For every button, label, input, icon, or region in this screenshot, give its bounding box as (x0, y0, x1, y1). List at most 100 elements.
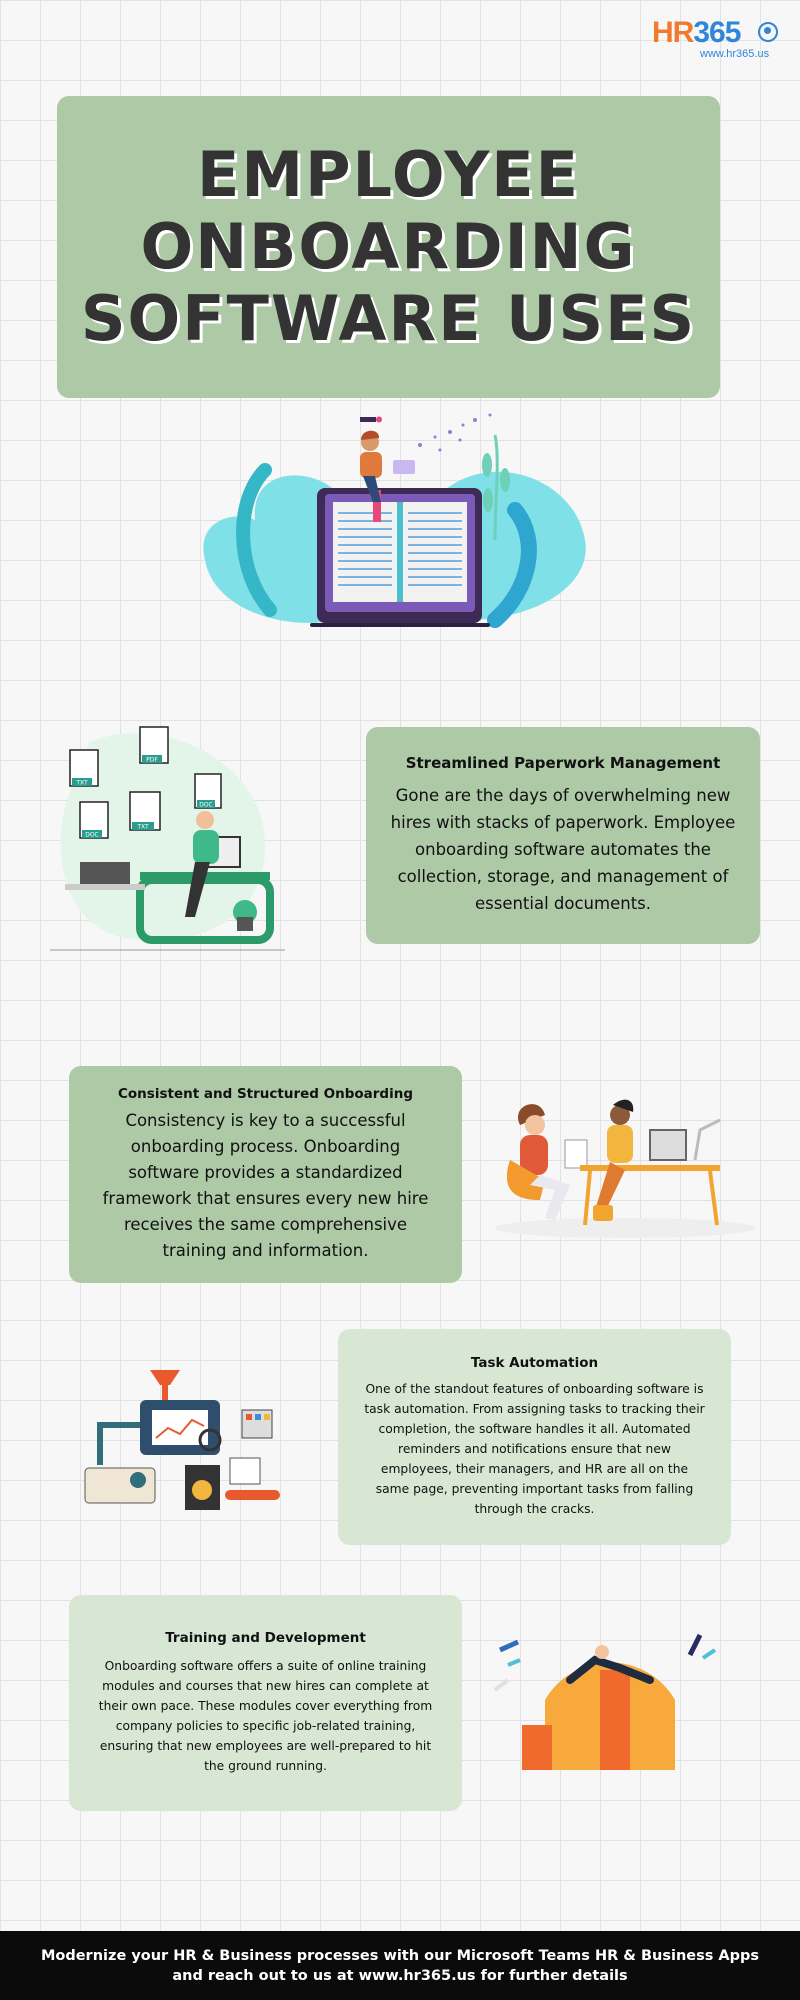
section-card-consistent: Consistent and Structured Onboarding Con… (69, 1066, 462, 1283)
monitor (649, 1129, 687, 1161)
printer (80, 862, 130, 884)
svg-text:TXT: TXT (136, 824, 149, 831)
document-icon: PDF (139, 726, 169, 764)
person-1-head (525, 1115, 545, 1135)
hr365-logo[interactable]: HR365 www.hr365.us (652, 18, 782, 64)
section-card-task-automation: Task Automation One of the standout feat… (338, 1329, 731, 1545)
gadget-dot (376, 416, 382, 423)
title-line-2: ONBOARDING (140, 210, 637, 283)
section-body: Consistency is key to a successful onboa… (102, 1110, 429, 1260)
document-icon: DOC (79, 801, 109, 839)
panel-tile (264, 1414, 270, 1420)
bag-icon (593, 1205, 613, 1221)
desk (580, 1165, 720, 1171)
book-spine (397, 502, 403, 602)
section-heading: Training and Development (165, 1630, 366, 1646)
person-2-hair (613, 1099, 634, 1112)
bar-tall (600, 1670, 630, 1770)
footer-text: Modernize your HR & Business processes w… (40, 1947, 760, 1984)
leaf-shape (236, 463, 277, 617)
confetti-icon (493, 1678, 510, 1692)
person-1-legs (530, 1175, 570, 1220)
footer-banner: Modernize your HR & Business processes w… (0, 1931, 800, 2000)
monitor-small (229, 1457, 261, 1485)
document-icon: DOC (194, 773, 222, 809)
person-2-body (607, 1125, 633, 1163)
svg-text:DOC: DOC (85, 832, 99, 839)
document-icon: TXT (69, 749, 99, 787)
person-body (360, 452, 382, 478)
panel-tile (255, 1414, 261, 1420)
magnifier-icon (198, 1428, 222, 1452)
laptop-icon (393, 460, 415, 474)
desk-leg (708, 1170, 719, 1226)
side-table (65, 884, 145, 890)
splash-shape (203, 475, 335, 623)
funnel-neck (162, 1385, 168, 1400)
jumper-head (595, 1645, 609, 1659)
paper-sheet (564, 1139, 588, 1169)
svg-text:PDF: PDF (146, 757, 158, 764)
person-1-body (520, 1135, 548, 1175)
logo-url: www.hr365.us (700, 48, 770, 60)
plant-pot (237, 917, 253, 931)
growth-illustration (493, 1633, 717, 1770)
confetti-icon (507, 1658, 521, 1667)
worker-body (193, 830, 219, 864)
automation-illustration (84, 1370, 280, 1510)
logo-365-text: 365 (693, 16, 741, 49)
section-heading: Consistent and Structured Onboarding (118, 1085, 413, 1102)
confetti-icon (498, 1639, 520, 1653)
title-banner: EMPLOYEE ONBOARDING SOFTWARE USES (57, 96, 720, 398)
funnel-icon (150, 1370, 180, 1385)
title-line-1: EMPLOYEE (197, 138, 580, 211)
plant-stem (493, 434, 499, 541)
plant-leaf (483, 488, 493, 512)
logo-hr-text: HR (652, 16, 694, 49)
section-card-training: Training and Development Onboarding soft… (69, 1595, 462, 1811)
logo-brand: HR365 (652, 18, 782, 48)
worker-legs (185, 862, 210, 917)
section-body: One of the standout features of onboardi… (364, 1382, 705, 1516)
confetti-icon (687, 1633, 703, 1657)
section-heading: Streamlined Paperwork Management (405, 754, 721, 772)
sparkle-stars (418, 413, 492, 452)
person-2-legs (595, 1162, 625, 1212)
person-legs (363, 476, 381, 502)
svg-text:DOC: DOC (199, 802, 213, 809)
book-text-lines (338, 512, 462, 586)
title-line-3: SOFTWARE USES (80, 282, 697, 355)
conveyor (225, 1490, 280, 1500)
lamp (693, 1118, 721, 1161)
pipe (97, 1422, 145, 1465)
section-body: Gone are the days of overwhelming new hi… (390, 786, 736, 913)
book-illustration (203, 413, 586, 628)
plant-leaf (500, 468, 510, 492)
section-heading: Task Automation (470, 1355, 599, 1371)
worker-head (196, 811, 214, 829)
ground-line (310, 623, 490, 627)
person-2-head (610, 1105, 630, 1125)
person-1-hair (517, 1104, 545, 1125)
robot-arm-icon (130, 1472, 146, 1488)
gear-icon (192, 1480, 212, 1500)
section-body: Onboarding software offers a suite of on… (98, 1659, 433, 1773)
floating-documents: TXT PDF DOC DOC TXT (69, 726, 222, 839)
logo-user-icon (758, 22, 778, 42)
section-card-paperwork: Streamlined Paperwork Management Gone ar… (366, 727, 760, 944)
chair-1 (506, 1160, 545, 1200)
svg-text:TXT: TXT (75, 780, 88, 787)
desk-leg (583, 1170, 592, 1226)
leaf-shape (487, 502, 537, 628)
confetti-icon (701, 1648, 717, 1660)
plant-leaf (482, 453, 492, 477)
panel-tile (246, 1414, 252, 1420)
paperwork-illustration: TXT PDF DOC DOC TXT (50, 726, 285, 951)
meeting-illustration (495, 1099, 755, 1238)
jumping-person (566, 1655, 654, 1684)
book-bookmark (373, 490, 381, 522)
chart-line-icon (155, 1418, 205, 1439)
document-icon: TXT (129, 791, 161, 831)
bar-small (522, 1725, 552, 1770)
gadget-icon (360, 417, 376, 422)
